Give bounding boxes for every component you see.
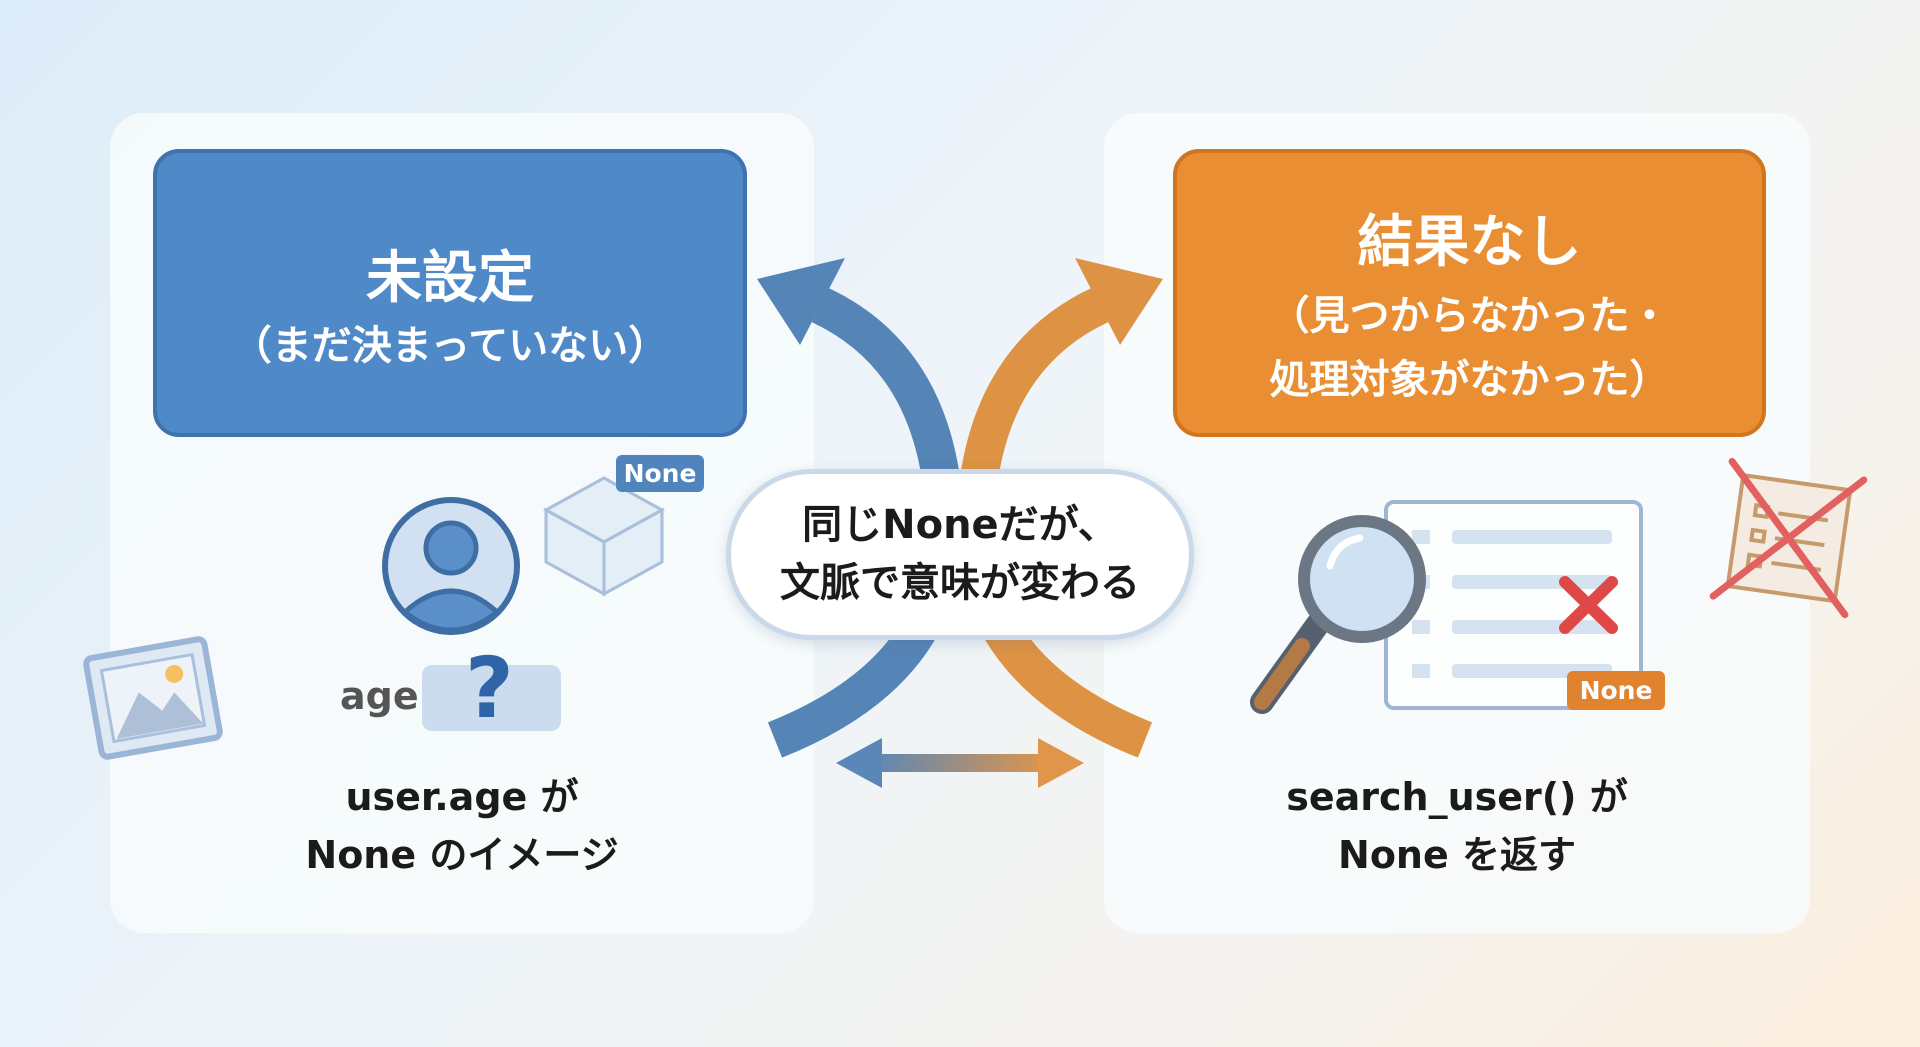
no-result-title: 結果なし	[1357, 210, 1582, 275]
age-value-field	[422, 665, 561, 731]
right-caption-line2: None を返す	[1338, 833, 1576, 877]
right-caption-line1: search_user() が	[1286, 775, 1628, 819]
no-result-subtitle-1: （見つからなかった・	[1269, 293, 1670, 339]
left-caption-line2: None のイメージ	[305, 833, 619, 877]
center-speech-bubble: 同じNoneだが、 文脈で意味が変わる	[726, 469, 1194, 640]
no-result-box: 結果なし （見つからなかった・ 処理対象がなかった）	[1173, 149, 1766, 437]
empty-box-icon	[542, 476, 666, 597]
unset-title: 未設定	[366, 246, 534, 311]
image-icon	[83, 636, 223, 760]
double-arrow	[836, 738, 1084, 788]
magnifier-icon	[1250, 612, 1330, 714]
question-mark-icon: ?	[465, 639, 514, 737]
center-line1: 同じNoneだが、	[802, 502, 1118, 548]
unset-subtitle: （まだ決まっていない）	[231, 323, 669, 369]
unset-box: 未設定 （まだ決まっていない）	[153, 149, 747, 437]
none-tag-left: None	[616, 455, 704, 492]
center-line2: 文脈で意味が変わる	[780, 560, 1140, 606]
left-caption: user.age が None のイメージ	[162, 768, 762, 884]
magnifier-lens	[1298, 515, 1426, 643]
no-result-subtitle-2: 処理対象がなかった）	[1269, 357, 1670, 403]
user-avatar-icon	[382, 497, 520, 635]
red-x-icon	[1559, 576, 1618, 634]
age-label: age	[340, 674, 419, 718]
crossed-document-icon	[1709, 457, 1868, 619]
left-caption-line1: user.age が	[345, 775, 579, 819]
right-caption: search_user() が None を返す	[1157, 768, 1757, 884]
document-list-icon	[1384, 500, 1643, 710]
none-tag-right: None	[1567, 671, 1665, 710]
